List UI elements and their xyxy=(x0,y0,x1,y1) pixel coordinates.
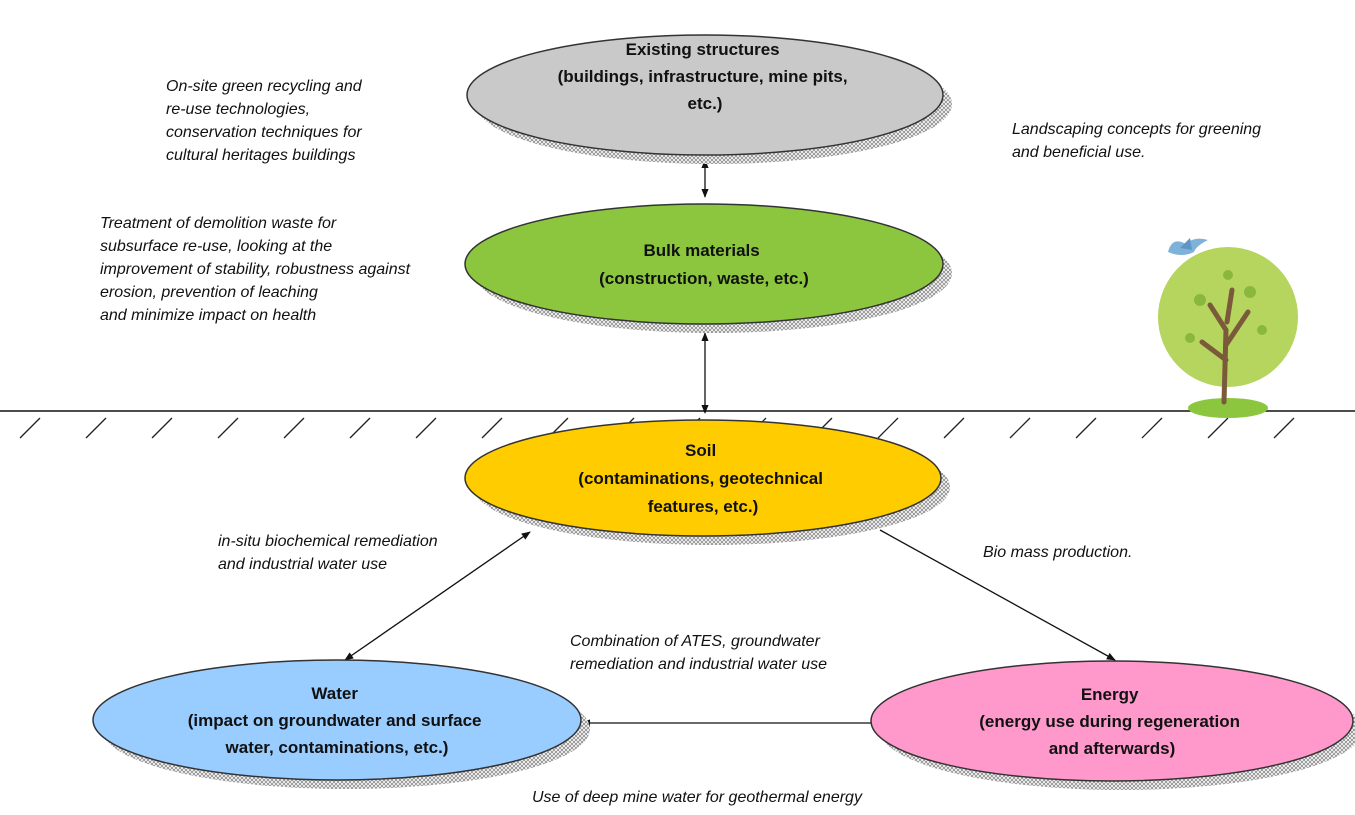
node-subtitle: water, contaminations, etc.) xyxy=(225,738,449,757)
annotation-biomass: Bio mass production. xyxy=(983,544,1133,561)
node-title: Bulk materials xyxy=(644,241,760,260)
node-water: Water (impact on groundwater and surface… xyxy=(92,659,590,789)
ground-hatch-mark xyxy=(1141,417,1163,439)
ground-hatch-mark xyxy=(943,417,965,439)
ground-hatch-mark xyxy=(481,417,503,439)
node-existing-structures: Existing structures (buildings, infrastr… xyxy=(466,34,952,164)
node-label: Soil (contaminations, geotechnical featu… xyxy=(578,441,827,516)
node-ellipse xyxy=(466,34,944,156)
ground-hatch-mark xyxy=(85,417,107,439)
ground-hatch-mark xyxy=(151,417,173,439)
node-subtitle: features, etc.) xyxy=(648,497,759,516)
node-title: Soil xyxy=(685,441,716,460)
ground-hatch-mark xyxy=(1075,417,1097,439)
node-label: Existing structures (buildings, infrastr… xyxy=(558,40,853,113)
node-subtitle: and afterwards) xyxy=(1049,739,1176,758)
node-bulk-materials: Bulk materials (construction, waste, etc… xyxy=(464,203,952,333)
node-label: Bulk materials (construction, waste, etc… xyxy=(599,241,809,288)
node-title: Energy xyxy=(1081,685,1139,704)
tree-trunk xyxy=(1199,287,1251,405)
node-ellipse xyxy=(464,203,944,325)
tree-icon xyxy=(1158,247,1298,418)
node-label: Water (impact on groundwater and surface… xyxy=(188,684,487,757)
node-title: Water xyxy=(311,684,358,703)
annotation-deep-mine: Use of deep mine water for geothermal en… xyxy=(532,789,862,806)
node-energy: Energy (energy use during regeneration a… xyxy=(870,660,1355,790)
node-subtitle: (buildings, infrastructure, mine pits, xyxy=(558,67,848,86)
node-subtitle: (contaminations, geotechnical xyxy=(578,469,823,488)
node-soil: Soil (contaminations, geotechnical featu… xyxy=(464,419,950,545)
ground-hatch-mark xyxy=(1273,417,1295,439)
node-ellipse xyxy=(92,659,582,781)
grass-mound xyxy=(1188,398,1268,418)
arrow-soil-water xyxy=(344,531,531,661)
node-subtitle: (impact on groundwater and surface xyxy=(188,711,482,730)
node-subtitle: (energy use during regeneration xyxy=(979,712,1240,731)
node-subtitle: (construction, waste, etc.) xyxy=(599,269,809,288)
ground-hatch-mark xyxy=(19,417,41,439)
ground-hatch-mark xyxy=(283,417,305,439)
ground-hatch-mark xyxy=(1207,417,1229,439)
node-subtitle: etc.) xyxy=(688,94,723,113)
node-label: Energy (energy use during regeneration a… xyxy=(979,685,1244,758)
node-ellipse xyxy=(870,660,1354,782)
node-ellipse xyxy=(464,419,942,537)
ground-hatch-mark xyxy=(349,417,371,439)
ground-hatch-mark xyxy=(415,417,437,439)
bird-wing xyxy=(1180,238,1192,250)
bird-icon xyxy=(1168,238,1208,255)
arrow-soil-energy xyxy=(879,529,1116,661)
ground-hatch-mark xyxy=(1009,417,1031,439)
ground-hatch-mark xyxy=(877,417,899,439)
node-title: Existing structures xyxy=(626,40,780,59)
ground-hatch-mark xyxy=(217,417,239,439)
